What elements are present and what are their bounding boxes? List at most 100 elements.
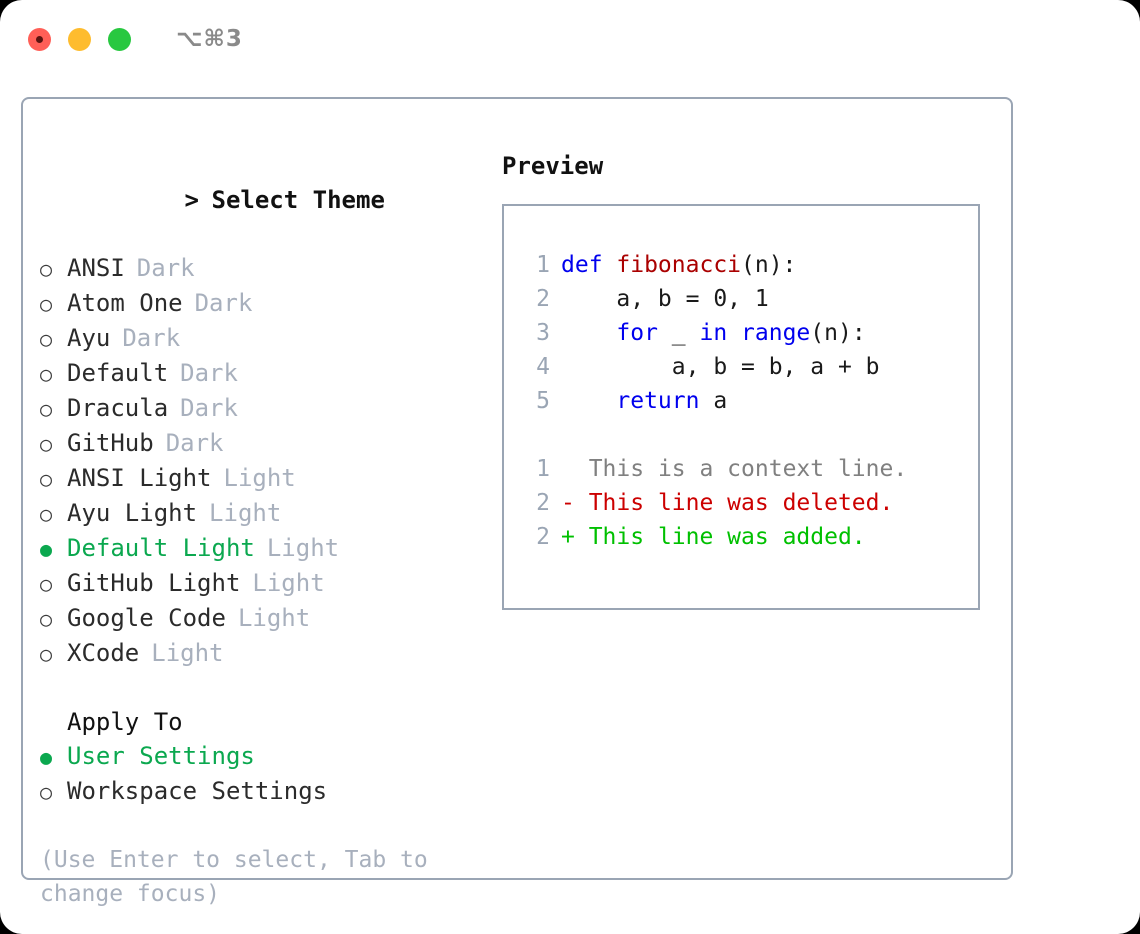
code-token-kw: def <box>561 252 617 278</box>
theme-option-label: Ayu Light <box>67 499 198 527</box>
apply-to-option-workspace-settings[interactable]: ○ Workspace Settings <box>40 774 493 809</box>
code-token-plain: (n): <box>810 320 866 346</box>
code-line-number: 1 <box>536 252 550 278</box>
radio-unselected-icon: ○ <box>40 292 53 316</box>
theme-option-label: Dracula <box>67 394 169 422</box>
theme-option-kind: Light <box>252 569 325 597</box>
theme-option-label: Default <box>67 359 169 387</box>
theme-option-label: Ayu <box>67 324 111 352</box>
code-token-plain: (n): <box>741 252 797 278</box>
radio-unselected-icon: ○ <box>40 502 53 526</box>
theme-option-ansi[interactable]: ○ ANSI Dark <box>40 251 493 286</box>
theme-option-kind: Dark <box>180 359 238 387</box>
code-token-kw: in <box>699 320 728 346</box>
maximize-window-icon[interactable] <box>108 27 131 51</box>
window-title: ⌥⌘3 <box>176 26 243 52</box>
code-token-plain: a, b = 0, 1 <box>561 286 769 312</box>
theme-option-kind: Dark <box>194 289 253 317</box>
radio-unselected-icon: ○ <box>40 362 53 386</box>
diff-line-text: This is a context line. <box>561 452 908 486</box>
theme-option-default[interactable]: ○ Default Dark <box>40 356 493 391</box>
code-token-fn: fibonacci <box>616 252 742 278</box>
diff-line-context: 1 This is a context line. <box>516 452 978 486</box>
diff-line-text: + This line was added. <box>561 520 866 554</box>
theme-option-label: Atom One <box>67 289 183 317</box>
code-line-text: a, b = 0, 1 <box>561 282 769 316</box>
code-line-text: def fibonacci(n): <box>561 248 796 282</box>
preview-title: Preview <box>502 152 604 180</box>
theme-option-kind: Light <box>209 499 282 527</box>
code-line-number: 4 <box>536 354 550 380</box>
radio-unselected-icon: ○ <box>40 257 53 281</box>
theme-option-label: ANSI Light <box>67 464 212 492</box>
theme-option-kind: Dark <box>180 394 238 422</box>
theme-option-kind: Light <box>237 604 311 632</box>
theme-option-atom-one[interactable]: ○ Atom One Dark <box>40 286 493 321</box>
diff-marker-icon: - <box>561 490 575 516</box>
diff-line-number: 1 <box>536 456 550 482</box>
theme-option-github-light[interactable]: ○ GitHub Light Light <box>40 566 493 601</box>
code-line-number: 5 <box>536 388 550 414</box>
diff-line-added: 2 + This line was added. <box>516 520 978 554</box>
close-window-icon[interactable] <box>28 27 51 51</box>
code-line-text: for _ in range(n): <box>561 316 866 350</box>
select-theme-header: >Select Theme <box>40 149 493 251</box>
diff-line-content: This is a context line. <box>574 456 908 482</box>
radio-unselected-icon: ○ <box>40 780 53 804</box>
apply-to-option-label: Workspace Settings <box>67 777 328 805</box>
code-token-plain: a <box>699 388 728 414</box>
apply-to-header: Apply To <box>67 708 183 736</box>
theme-option-default-light[interactable]: ● Default Light Light <box>40 531 493 566</box>
section-spacer <box>40 671 493 705</box>
apply-to-option-user-settings[interactable]: ●User Settings <box>40 739 493 774</box>
code-line-text: a, b = b, a + b <box>561 350 880 384</box>
theme-option-kind: Dark <box>122 324 181 352</box>
diff-line-deleted: 2 - This line was deleted. <box>516 486 978 520</box>
diff-line-number: 2 <box>536 524 550 550</box>
theme-option-label: GitHub Light <box>67 569 241 597</box>
diff-marker-icon: + <box>561 524 575 550</box>
theme-option-kind: Dark <box>136 254 195 282</box>
theme-option-label: ANSI <box>67 254 125 282</box>
code-line: 2 a, b = 0, 1 <box>516 282 978 316</box>
diff-marker-icon <box>561 456 575 482</box>
theme-option-kind: Dark <box>165 429 224 457</box>
diff-line-number: 2 <box>536 490 550 516</box>
code-token-kw: return <box>616 388 700 414</box>
code-line: 5 return a <box>516 384 978 418</box>
code-token-plain <box>727 320 741 346</box>
radio-unselected-icon: ○ <box>40 467 53 491</box>
theme-option-label: Default Light <box>67 534 255 562</box>
caret-icon: > <box>184 186 199 214</box>
theme-option-kind: Light <box>266 534 340 562</box>
radio-unselected-icon: ○ <box>40 572 53 596</box>
title-bar: ⌥⌘3 <box>0 0 1140 78</box>
diff-line-text: - This line was deleted. <box>561 486 893 520</box>
radio-selected-icon: ● <box>40 745 53 769</box>
code-token-kw: for <box>616 320 658 346</box>
code-token-plain: a, b = b, a + b <box>561 354 880 380</box>
theme-option-kind: Light <box>223 464 296 492</box>
radio-unselected-icon: ○ <box>40 432 53 456</box>
code-token-kw: range <box>741 320 811 346</box>
code-line: 3 for _ in range(n): <box>516 316 978 350</box>
keyboard-hint: (Use Enter to select, Tab to change focu… <box>40 847 428 907</box>
theme-option-label: Google Code <box>67 604 226 632</box>
minimize-window-icon[interactable] <box>68 27 91 51</box>
apply-to-option-list: ●User Settings ○ Workspace Settings <box>40 739 493 809</box>
diff-line-content: This line was added. <box>574 524 866 550</box>
theme-option-google-code[interactable]: ○ Google Code Light <box>40 601 493 636</box>
theme-option-ansi-light[interactable]: ○ ANSI Light Light <box>40 461 493 496</box>
radio-selected-icon: ● <box>40 537 53 561</box>
code-line: 4 a, b = b, a + b <box>516 350 978 384</box>
radio-unselected-icon: ○ <box>40 607 53 631</box>
theme-option-ayu-light[interactable]: ○ Ayu Light Light <box>40 496 493 531</box>
